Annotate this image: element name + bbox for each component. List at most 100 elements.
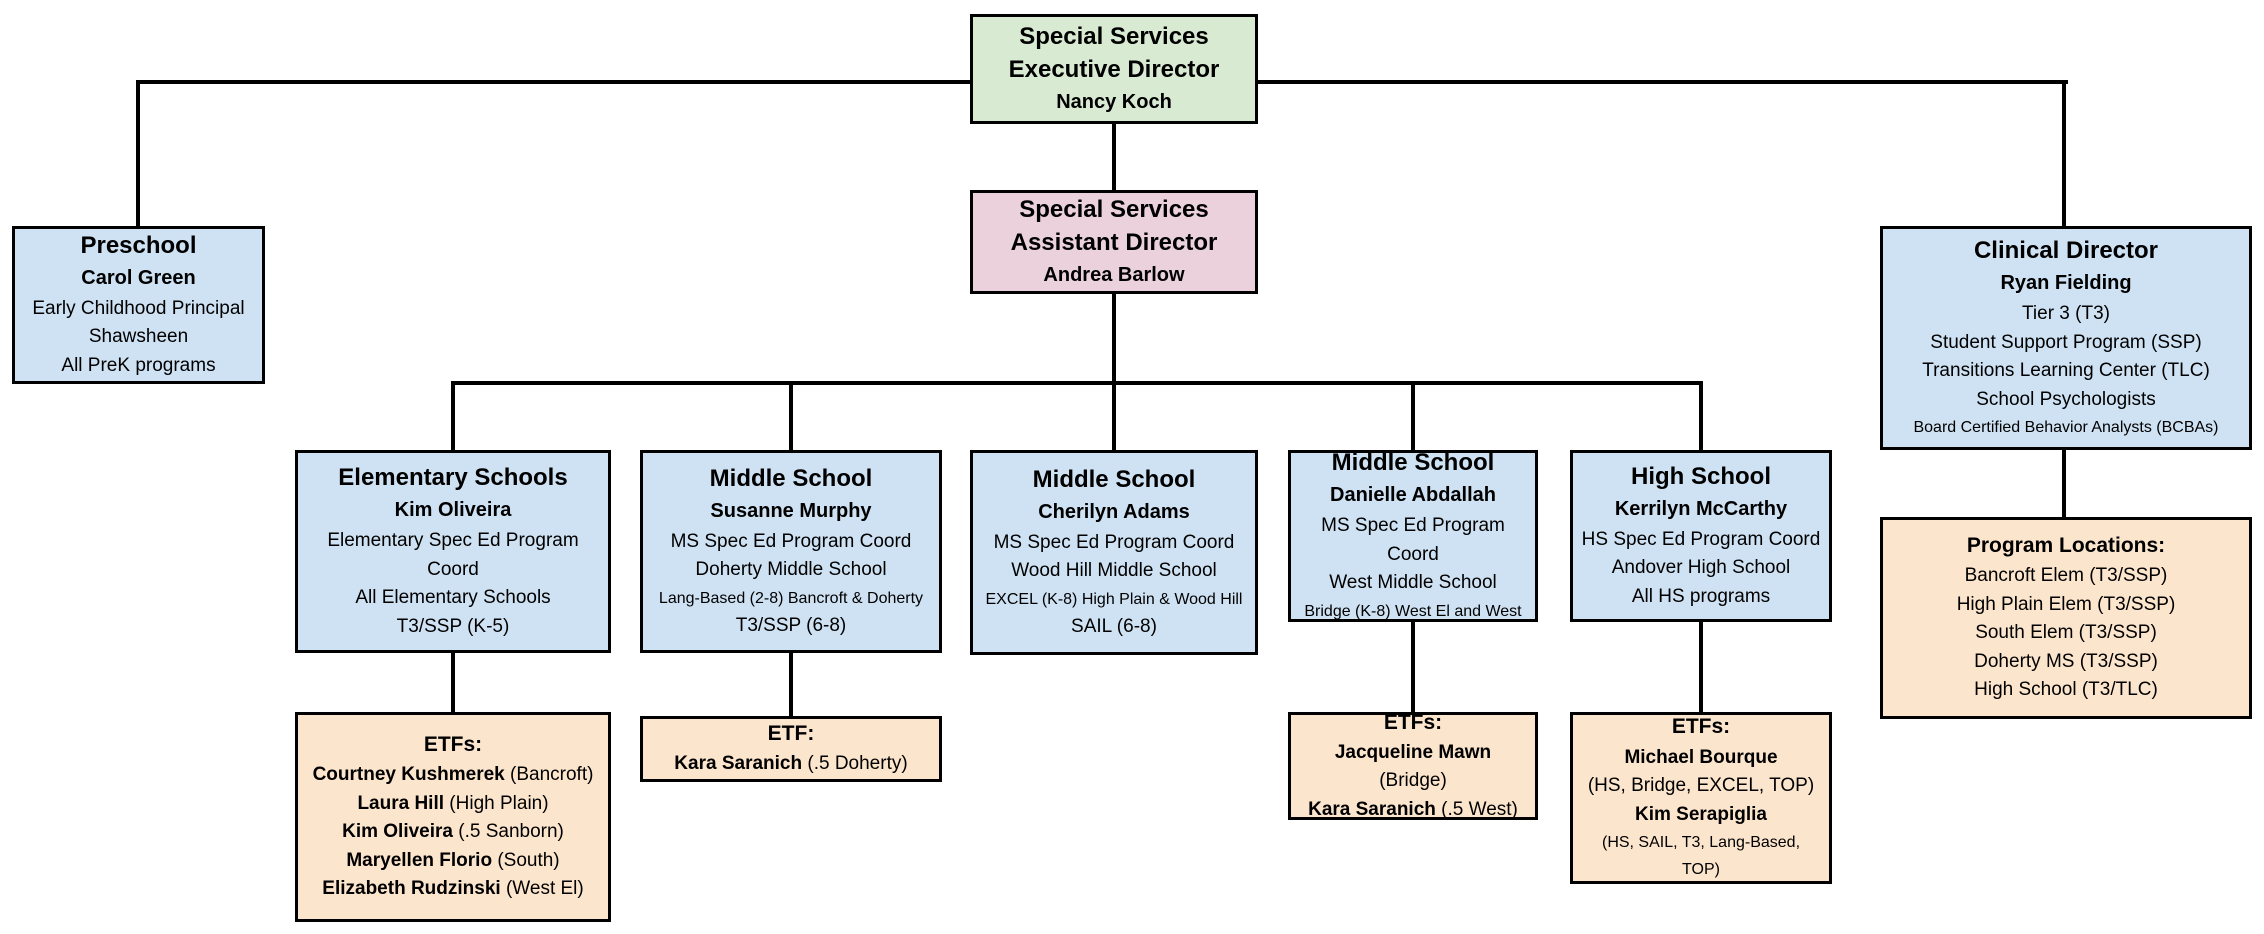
etf-entry: Maryellen Florio (South) [346,849,560,871]
program-locations-box: Program Locations: Bancroft Elem (T3/SSP… [1880,517,2252,719]
middle-school-doherty-box: Middle School Susanne Murphy MS Spec Ed … [640,450,942,653]
connector-drop-middle-doherty [789,381,793,451]
etf-title: ETFs: [1671,715,1731,739]
detail-line: Board Certified Behavior Analysts (BCBAs… [1913,419,2219,436]
detail-line: Wood Hill Middle School [1011,560,1217,582]
etf-entry: Elizabeth Rudzinski (West El) [322,878,584,900]
box-person: Kerrilyn McCarthy [1614,497,1788,520]
detail-line: Doherty Middle School [695,559,887,581]
etf-title: ETF: [767,722,815,746]
detail-line: MS Spec Ed Program Coord [670,530,912,552]
detail-line: Lang-Based (2-8) Bancroft & Doherty [658,589,924,607]
box-person: Ryan Fielding [2000,272,2132,294]
etf-entries: Kara Saranich (.5 Doherty) [651,750,931,779]
box-title: High School [1631,462,1771,490]
connector-to-preschool [136,80,140,228]
clinical-director-box: Clinical Director Ryan Fielding Tier 3 (… [1880,226,2252,450]
preschool-box: Preschool Carol Green Early Childhood Pr… [12,226,265,384]
detail-line: EXCEL (K-8) High Plain & Wood Hill [985,590,1243,608]
detail-line: HS Spec Ed Program Coord [1581,528,1821,550]
etf-entry: Kim Serapiglia(HS, SAIL, T3, Lang-Based,… [1581,801,1821,884]
detail-line: Transitions Learning Center (TLC) [1922,360,2210,381]
etf-west-box: ETFs: Jacqueline Mawn (Bridge) Kara Saran… [1288,711,1538,820]
connector-drop-elementary [451,381,455,451]
connector-bus-horizontal [451,381,1703,385]
etf-entry-note: (HS, Bridge, EXCEL, TOP) [1587,775,1815,797]
detail-line: All HS programs [1631,585,1771,607]
high-school-box: High School Kerrilyn McCarthy HS Spec Ed… [1570,450,1832,622]
connector-west-to-etf [1411,580,1415,714]
box-person: Andrea Barlow [1043,264,1185,287]
etf-entry: Kara Saranich (.5 West) [1308,798,1518,820]
connector-drop-middle-west [1411,381,1415,451]
connector-to-clinical [2062,80,2066,228]
detail-line: Bridge (K-8) West El and West [1304,602,1522,620]
detail-line: Tier 3 (T3) [2022,303,2110,324]
detail-line: High Plain Elem (T3/SSP) [1956,593,2176,615]
detail-line: MS Spec Ed Program Coord [1321,515,1505,565]
detail-line: High School (T3/TLC) [1974,679,2158,701]
detail-line: Student Support Program (SSP) [1930,331,2202,353]
etf-entries: Courtney Kushmerek (Bancroft) Laura Hill … [306,761,600,904]
etf-entries: Jacqueline Mawn (Bridge) Kara Saranich (.… [1299,739,1527,825]
connector-elementary-to-etf [451,600,455,714]
box-person: Susanne Murphy [710,499,872,522]
etf-entry: Kim Oliveira (.5 Sanborn) [342,821,564,843]
connector-high-school-to-etf [1699,580,1703,714]
etf-entries: Michael Bourque(HS, Bridge, EXCEL, TOP)K… [1581,744,1821,884]
detail-line: All Elementary Schools [355,587,551,609]
etf-elementary-box: ETFs: Courtney Kushmerek (Bancroft) Laura… [295,712,611,922]
box-title: Preschool [80,231,197,259]
detail-line: School Psychologists [1976,388,2156,410]
elementary-schools-box: Elementary Schools Kim Oliveira Elementa… [295,450,611,653]
detail-line: Shawsheen [88,326,189,348]
box-title: Assistant Director [1010,229,1218,256]
box-title: Clinical Director [1973,236,2159,264]
box-title: Special Services [1019,195,1209,223]
detail-line: All PreK programs [61,354,216,376]
detail-line: MS Spec Ed Program Coord [993,531,1235,553]
detail-line: T3/SSP (K-5) [396,615,510,637]
etf-entry: Courtney Kushmerek (Bancroft) [312,764,594,786]
detail-line: Andover High School [1611,557,1791,579]
etf-title: ETFs: [423,733,483,757]
middle-school-wood-hill-box: Middle School Cherilyn Adams MS Spec Ed … [970,450,1258,655]
etf-high-school-box: ETFs: Michael Bourque(HS, Bridge, EXCEL,… [1570,712,1832,884]
etf-entry-note: (HS, SAIL, T3, Lang-Based, TOP) [1601,834,1801,879]
etf-doherty-box: ETF: Kara Saranich (.5 Doherty) [640,716,942,782]
connector-doherty-to-etf [789,600,793,718]
box-person: Cherilyn Adams [1038,500,1190,523]
box-title: Middle School [709,464,873,492]
connector-drop-high-school [1699,381,1703,451]
box-title: Middle School [1032,465,1196,493]
etf-entry: Jacqueline Mawn (Bridge) [1334,741,1492,792]
detail-line: South Elem (T3/SSP) [1975,622,2157,644]
detail-line: Bancroft Elem (T3/SSP) [1964,565,2168,587]
etf-entry: Laura Hill (High Plain) [357,792,549,814]
etf-entry: Michael Bourque(HS, Bridge, EXCEL, TOP) [1581,744,1821,801]
executive-director-box: Special Services Executive Director Nanc… [970,14,1258,124]
assistant-director-box: Special Services Assistant Director Andr… [970,190,1258,294]
detail-line: Doherty MS (T3/SSP) [1974,650,2158,672]
box-title: Middle School [1331,449,1495,477]
detail-line: T3/SSP (6-8) [735,614,847,636]
detail-line: Early Childhood Principal [32,297,245,319]
box-person: Kim Oliveira [394,499,512,522]
etf-title: ETFs: [1383,710,1443,734]
box-person: Nancy Koch [1056,91,1172,114]
detail-line: West Middle School [1329,572,1497,594]
box-person: Carol Green [81,266,196,289]
box-title: Elementary Schools [338,463,568,491]
etf-entry: Kara Saranich (.5 Doherty) [674,753,908,775]
program-locations-title: Program Locations: [1966,534,2166,558]
detail-line: SAIL (6-8) [1071,615,1157,637]
box-title: Special Services [1019,22,1209,50]
box-details: Bancroft Elem (T3/SSP) High Plain Elem (T… [1891,562,2241,705]
